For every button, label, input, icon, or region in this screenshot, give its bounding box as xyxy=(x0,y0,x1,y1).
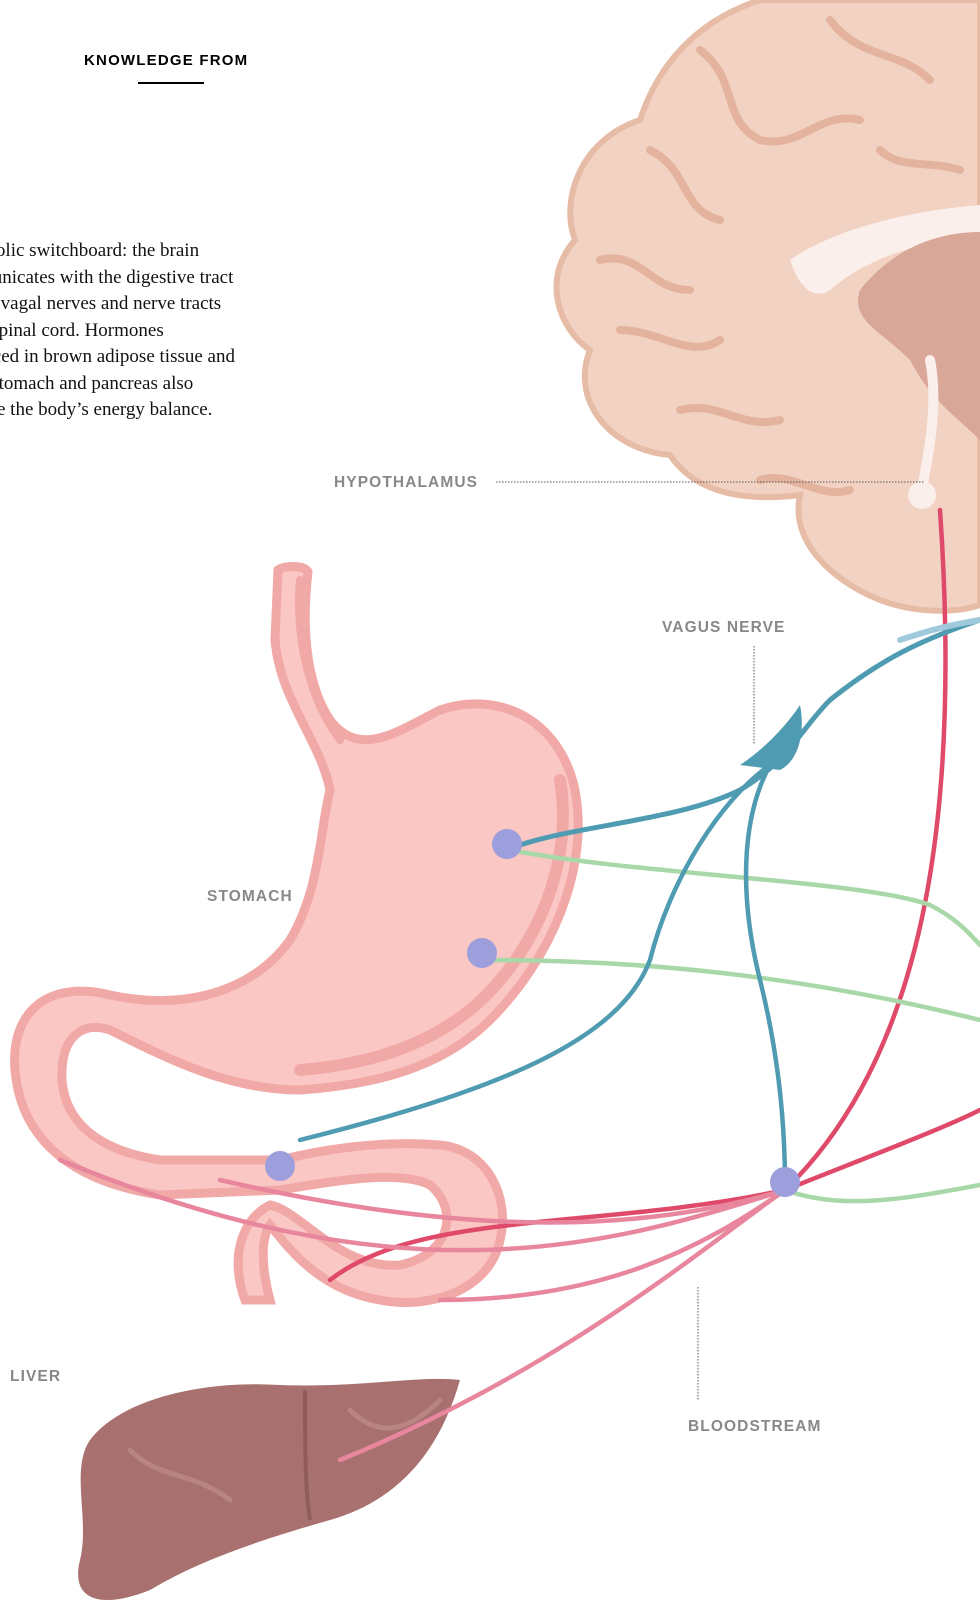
stomach xyxy=(15,566,579,1302)
label-hypothalamus: HYPOTHALAMUS xyxy=(334,474,478,492)
label-liver: LIVER xyxy=(10,1368,61,1386)
node-stomach-lower xyxy=(467,938,497,968)
label-vagus-nerve: VAGUS NERVE xyxy=(662,619,786,637)
label-stomach: STOMACH xyxy=(207,888,293,906)
liver xyxy=(78,1379,460,1600)
vagus-ganglion xyxy=(740,705,802,770)
node-stomach-upper xyxy=(492,829,522,859)
label-bloodstream: BLOODSTREAM xyxy=(688,1418,822,1436)
node-bloodstream-hub xyxy=(770,1167,800,1197)
node-duodenum xyxy=(265,1151,295,1181)
brain xyxy=(556,0,980,611)
